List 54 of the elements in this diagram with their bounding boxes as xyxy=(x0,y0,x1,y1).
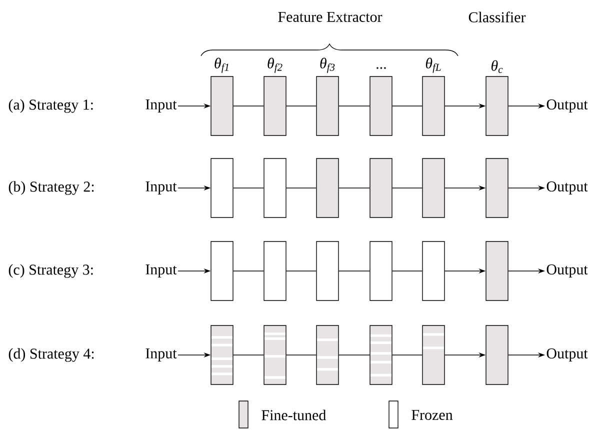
connector-line xyxy=(392,354,422,356)
connector-line xyxy=(286,270,316,272)
layer-bar xyxy=(316,158,339,218)
parameter-label: θ$_{c}$ xyxy=(491,60,503,73)
row-label: (b) Strategy 2: xyxy=(8,181,94,195)
layer-bar xyxy=(264,158,286,218)
layer-bar xyxy=(370,241,392,301)
connector-line xyxy=(338,354,370,356)
row-label: (d) Strategy 4: xyxy=(8,348,94,362)
connector-line xyxy=(392,270,422,272)
input-label: Input xyxy=(146,99,177,112)
layer-bar xyxy=(264,241,286,301)
classifier-bar xyxy=(486,158,508,218)
parameter-label: θ$_{fL}$ xyxy=(426,58,441,73)
output-label: Output xyxy=(546,99,588,113)
layer-bar xyxy=(370,325,392,385)
layer-bar xyxy=(316,76,339,136)
output-label: Output xyxy=(546,181,588,195)
row-label: (a) Strategy 1: xyxy=(8,99,93,113)
output-label: Output xyxy=(546,348,588,362)
classifier-bar xyxy=(486,76,508,136)
parameter-label: θ$_{f3}$ xyxy=(320,58,335,73)
input-label: Input xyxy=(146,181,177,194)
layer-bar xyxy=(210,325,234,385)
legend-label: Frozen xyxy=(412,410,453,420)
connector-line xyxy=(233,270,264,272)
layer-bar xyxy=(422,325,445,385)
input-label: Input xyxy=(146,348,177,362)
connector-line xyxy=(233,354,264,356)
layer-bar xyxy=(422,241,445,301)
parameter-label: θ$_{f2}$ xyxy=(268,58,282,73)
classifier-bar xyxy=(486,325,508,385)
connector-line xyxy=(338,270,370,272)
parameter-label: ··· xyxy=(376,67,386,69)
parameter-label: θ$_{f1}$ xyxy=(214,58,228,73)
layer-bar xyxy=(264,76,286,136)
layer-bar xyxy=(264,325,286,385)
layer-bar xyxy=(370,76,392,136)
legend-label: Fine-tuned xyxy=(262,410,326,420)
header-label: Classifier xyxy=(468,12,526,22)
layer-bar xyxy=(316,325,339,385)
classifier-bar xyxy=(486,241,508,301)
layer-bar xyxy=(422,76,445,136)
input-label: Input xyxy=(146,264,177,278)
header-label: Feature Extractor xyxy=(278,12,382,22)
row-label: (c) Strategy 3: xyxy=(8,264,93,278)
layer-bar xyxy=(422,158,445,218)
layer-bar xyxy=(210,158,234,218)
layer-bar xyxy=(370,158,392,218)
output-label: Output xyxy=(546,264,588,278)
layer-bar xyxy=(210,76,234,136)
layer-bar xyxy=(210,241,234,301)
connector-line xyxy=(286,354,316,356)
layer-bar xyxy=(316,241,339,301)
